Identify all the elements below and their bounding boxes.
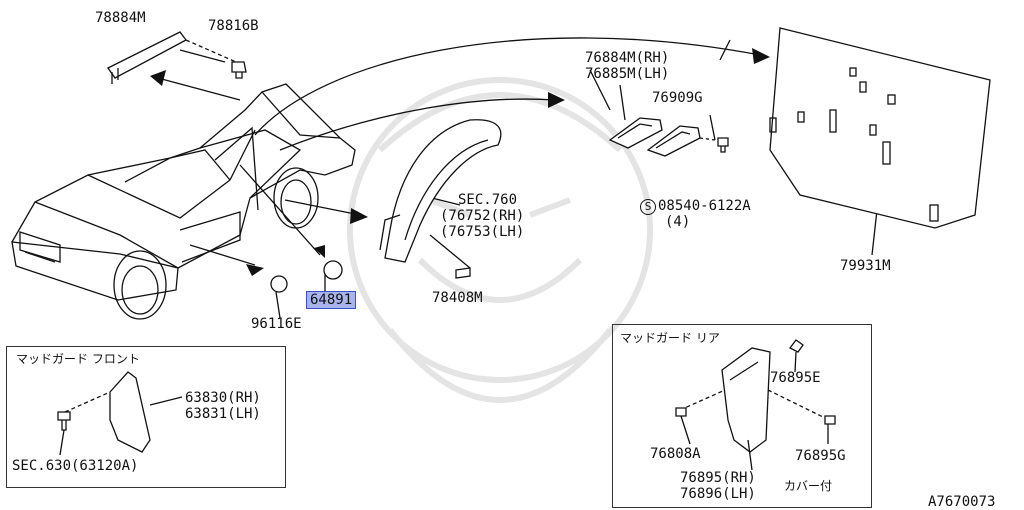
rear-mudguard <box>675 339 836 471</box>
label-76895E: 76895E <box>770 370 821 386</box>
arrowheads <box>150 48 770 276</box>
label-76896: 76896(LH) <box>680 486 756 502</box>
grommet-96116E <box>270 275 288 319</box>
label-08540: 08540-6122A <box>658 198 751 214</box>
diagram-id: A7670073 <box>928 494 996 510</box>
clip-78816B <box>231 61 247 79</box>
label-64891[interactable]: 64891 <box>305 291 357 309</box>
wheel-liner <box>379 119 502 263</box>
strip-78884M <box>107 31 237 84</box>
label-79931M: 79931M <box>840 258 891 274</box>
seal-76884M <box>608 117 663 149</box>
label-sec630: SEC.630(63120A) <box>12 458 139 474</box>
label-63831: 63831(LH) <box>185 406 261 422</box>
seal-76909G <box>646 125 716 157</box>
rear-mudguard-box <box>612 324 872 508</box>
rear-box-title: マッドガード リア <box>620 331 720 345</box>
leader-lines <box>157 37 878 292</box>
label-cover-note: カバー付 <box>784 479 833 493</box>
label-96116E: 96116E <box>251 316 302 332</box>
watermark-emblem <box>347 77 653 403</box>
label-76895: 76895(RH) <box>680 470 756 486</box>
label-78816B: 78816B <box>208 18 259 34</box>
label-76895G: 76895G <box>795 448 846 464</box>
label-sec760: SEC.760 <box>458 192 518 208</box>
grommet-64891 <box>323 260 343 280</box>
front-mudguard-box <box>6 346 286 488</box>
front-mudguard <box>57 371 183 456</box>
label-78408M: 78408M <box>432 290 483 306</box>
label-78884M: 78884M <box>95 10 146 26</box>
label-76909G: 76909G <box>652 90 703 106</box>
label-76753: (76753(LH) <box>440 224 525 240</box>
screw-08540 <box>717 137 729 153</box>
label-76752: (76752(RH) <box>440 208 525 224</box>
label-76808A: 76808A <box>650 446 701 462</box>
label-76884M: 76884M(RH) <box>585 50 670 66</box>
label-08540-qty: (4) <box>665 214 691 230</box>
label-76885M: 76885M(LH) <box>585 66 670 82</box>
panel-79931M <box>769 27 991 229</box>
label-63830: 63830(RH) <box>185 390 261 406</box>
car-illustration <box>11 83 356 320</box>
clip-78408M <box>455 267 471 279</box>
front-box-title: マッドガード フロント <box>16 352 140 366</box>
screw-symbol-icon: S <box>640 199 656 215</box>
